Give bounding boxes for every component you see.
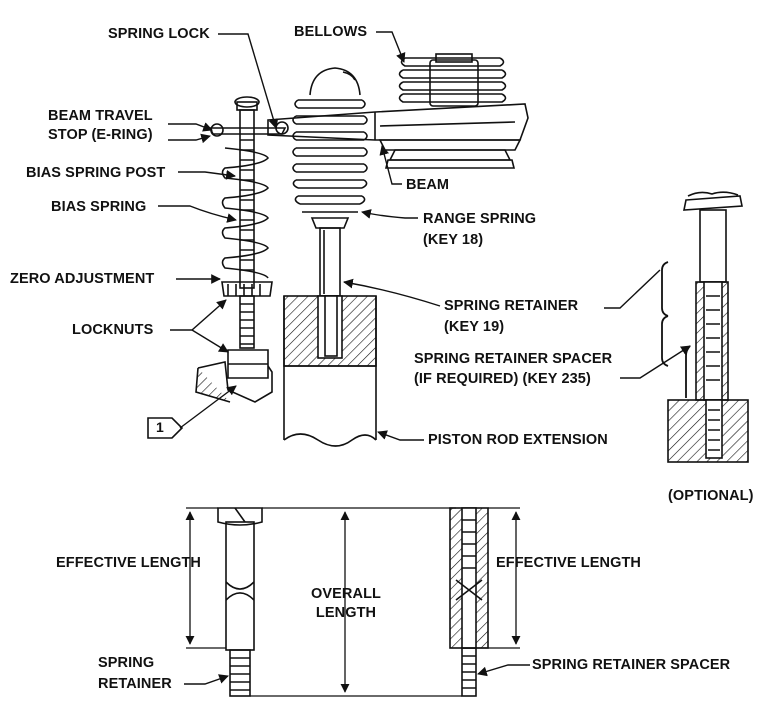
optional-inset-shape: [667, 191, 749, 463]
label-range-spring-line1: RANGE SPRING: [423, 211, 537, 227]
dimension-lines: [185, 507, 521, 697]
callout-box: [147, 417, 184, 439]
label-range-spring-line2: (KEY 18): [423, 232, 484, 248]
label-beam: BEAM: [406, 177, 450, 193]
bottom-spacer-shape: [449, 507, 489, 697]
label-spring-retainer-spacer-line1: SPRING RETAINER SPACER: [414, 351, 613, 367]
beam-shape: [267, 103, 529, 169]
label-locknuts: LOCKNUTS: [72, 322, 154, 338]
label-overall-length-line2: LENGTH: [315, 605, 377, 621]
label-spring-retainer-line1: SPRING RETAINER: [444, 298, 579, 314]
label-overall-length-line1: OVERALL: [311, 586, 381, 602]
range-spring-shape: [292, 67, 368, 229]
label-spring-retainer-bottom-line1: SPRING: [98, 655, 155, 671]
label-bias-spring-post: BIAS SPRING POST: [26, 165, 166, 181]
piston-rod-shape: [283, 295, 377, 447]
label-beam-travel-stop-line1: BEAM TRAVEL: [48, 108, 153, 124]
label-zero-adjustment: ZERO ADJUSTMENT: [10, 271, 155, 287]
label-beam-travel-stop-line2: STOP (E-RING): [48, 127, 153, 143]
label-spring-retainer-spacer-line2: (IF REQUIRED) (KEY 235): [414, 371, 591, 387]
label-piston-rod-extension: PISTON ROD EXTENSION: [428, 432, 608, 448]
bellows-shape: [398, 53, 507, 107]
leader-lines: [158, 31, 691, 685]
label-effective-length-right: EFFECTIVE LENGTH: [496, 555, 641, 571]
bias-spring-post-shape: [195, 96, 289, 403]
label-spring-retainer-line2: (KEY 19): [444, 319, 505, 335]
label-bias-spring: BIAS SPRING: [51, 199, 147, 215]
callout-number: 1: [156, 419, 164, 435]
label-optional: (OPTIONAL): [668, 488, 754, 504]
bottom-retainer-shape: [217, 507, 263, 697]
label-effective-length-left: EFFECTIVE LENGTH: [56, 555, 201, 571]
label-spring-retainer-spacer-bottom: SPRING RETAINER SPACER: [532, 657, 731, 673]
label-spring-retainer-bottom-line2: RETAINER: [98, 676, 172, 692]
label-spring-lock: SPRING LOCK: [108, 26, 210, 42]
label-bellows: BELLOWS: [294, 24, 368, 40]
